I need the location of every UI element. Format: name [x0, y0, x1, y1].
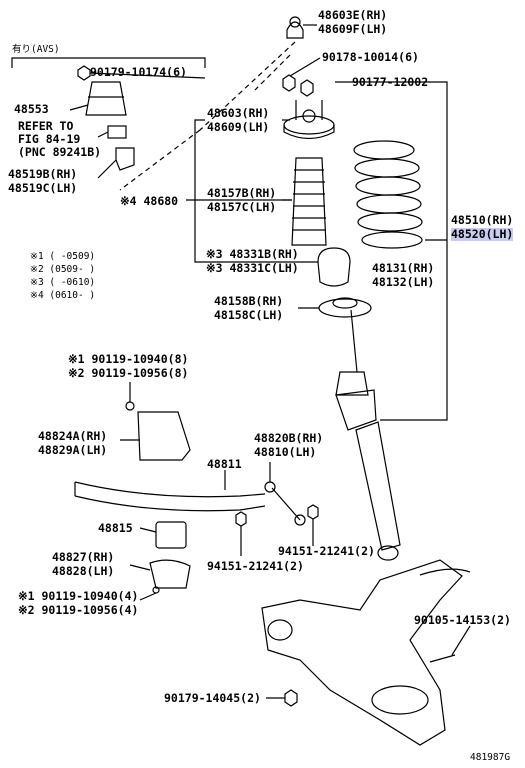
- part-48603E[interactable]: 48603E(RH): [318, 8, 388, 22]
- part-48519C[interactable]: 48519C(LH): [8, 181, 78, 195]
- nut-94151-b: [307, 504, 319, 520]
- lower-control-arm: [261, 559, 463, 746]
- part-48810[interactable]: 48810(LH): [254, 445, 317, 459]
- shock-upper-cap: [335, 371, 369, 396]
- bracket-48824A: [137, 411, 191, 461]
- part-48603[interactable]: 48603(RH): [207, 106, 270, 120]
- arm-bushing-front: [267, 619, 293, 641]
- nut-90179-14045: [284, 689, 298, 707]
- part-90179-10174[interactable]: 90179-10174(6): [90, 65, 187, 79]
- part-94151-b[interactable]: 94151-21241(2): [278, 544, 375, 558]
- nut-90177: [300, 79, 314, 97]
- shock-lower-eye: [377, 545, 399, 561]
- stabilizer-bar-bottom: [74, 495, 266, 512]
- link-upper-ball: [264, 481, 276, 493]
- link-rod: [271, 487, 301, 521]
- support-center: [302, 109, 316, 123]
- note-2: ※2 (0509- ): [30, 264, 96, 275]
- bound-stopper: [317, 247, 351, 287]
- stabilizer-bushing: [155, 521, 187, 549]
- leader-48815: [139, 527, 157, 533]
- part-48510[interactable]: 48510(RH): [451, 213, 514, 227]
- assembly-bracket-line: [380, 81, 448, 421]
- avs-group-bracket: [11, 57, 206, 68]
- part-48157B[interactable]: 48157B(RH): [207, 186, 277, 200]
- part-48815[interactable]: 48815: [98, 521, 133, 535]
- part-48829A[interactable]: 48829A(LH): [38, 443, 108, 457]
- part-48331C[interactable]: ※3 48331C(LH): [206, 261, 299, 275]
- refer-part: [107, 125, 127, 139]
- piston-rod: [350, 309, 358, 373]
- link-lower-ball: [294, 514, 306, 526]
- ball-joint-stud: [419, 568, 471, 576]
- bushing-bracket-48827: [149, 559, 191, 589]
- leader-90105: [451, 625, 471, 656]
- part-48158C[interactable]: 48158C(LH): [214, 308, 284, 322]
- part-48553[interactable]: 48553: [14, 102, 49, 116]
- note-1: ※1 ( -0509): [30, 251, 96, 262]
- leader-dashed-1: [119, 41, 296, 191]
- leader-90178: [289, 57, 321, 77]
- note-3: ※3 ( -0610): [30, 277, 96, 288]
- bolt-90119-a: [125, 401, 135, 411]
- part-90119-10956-8[interactable]: ※2 90119-10956(8): [68, 366, 189, 380]
- part-48157C[interactable]: 48157C(LH): [207, 200, 277, 214]
- group-bracket-48680: [194, 119, 205, 263]
- suspension-support: [283, 115, 335, 135]
- part-48828[interactable]: 48828(LH): [52, 564, 115, 578]
- upper-insulator-cap: [289, 16, 301, 28]
- refer-line-3: (PNC 89241B): [18, 145, 102, 159]
- part-48680[interactable]: ※4 48680: [120, 194, 179, 208]
- part-90179-14045[interactable]: 90179-14045(2): [164, 691, 261, 705]
- part-48132[interactable]: 48132(LH): [372, 275, 435, 289]
- shock-seat: [335, 389, 377, 431]
- part-90119-10940-4[interactable]: ※1 90119-10940(4): [18, 589, 139, 603]
- part-48824A[interactable]: 48824A(RH): [38, 429, 108, 443]
- shock-body: [355, 421, 401, 551]
- part-48609[interactable]: 48609(LH): [207, 120, 270, 134]
- bolt-90105: [429, 654, 456, 663]
- cushion-48553: [85, 81, 127, 116]
- part-48331B[interactable]: ※3 48331B(RH): [206, 247, 299, 261]
- part-90119-10956-4[interactable]: ※2 90119-10956(4): [18, 603, 139, 617]
- coil-spring: [353, 140, 423, 249]
- part-48158B[interactable]: 48158B(RH): [214, 294, 284, 308]
- part-48520-highlighted[interactable]: 48520(LH): [451, 227, 514, 241]
- part-90119-10940-8[interactable]: ※1 90119-10940(8): [68, 352, 189, 366]
- part-90177[interactable]: 90177-12002: [352, 75, 429, 89]
- refer-line-1: REFER TO: [18, 119, 74, 133]
- boot-ribs: [292, 169, 326, 231]
- leader-48827: [129, 564, 151, 571]
- support-body: [283, 125, 335, 140]
- leader-90119-b: [139, 592, 157, 601]
- note-4: ※4 (0610- ): [30, 290, 96, 301]
- part-48827[interactable]: 48827(RH): [52, 550, 115, 564]
- part-48609F[interactable]: 48609F(LH): [318, 22, 388, 36]
- part-48519B[interactable]: 48519B(RH): [8, 167, 78, 181]
- avs-group-label: 有り(AVS): [12, 44, 60, 55]
- part-48820B[interactable]: 48820B(RH): [254, 431, 324, 445]
- upper-insulator-part: [286, 21, 304, 39]
- boot-outline: [291, 157, 327, 246]
- leader-90179-10174: [89, 72, 206, 79]
- part-48811[interactable]: 48811: [207, 457, 242, 471]
- part-90105[interactable]: 90105-14153(2): [414, 613, 511, 627]
- refer-line-2[interactable]: FIG 84-19: [18, 132, 81, 146]
- leader-dashed-2: [254, 54, 291, 91]
- bracket-48519: [115, 147, 135, 171]
- leader-48553: [69, 104, 89, 111]
- leader-48519: [97, 159, 117, 179]
- part-90178[interactable]: 90178-10014(6): [322, 50, 419, 64]
- nut-90179-10174: [77, 65, 91, 81]
- spring-insulator-inner: [332, 297, 358, 309]
- diagram-id: 481987G: [470, 752, 511, 763]
- nut-90178: [282, 74, 296, 92]
- part-48131[interactable]: 48131(RH): [372, 261, 435, 275]
- arm-rear-bushing: [371, 685, 429, 715]
- stabilizer-bar-top: [74, 481, 266, 498]
- nut-94151-a: [235, 511, 247, 527]
- part-94151-a[interactable]: 94151-21241(2): [207, 559, 304, 573]
- leader-refer: [97, 131, 109, 138]
